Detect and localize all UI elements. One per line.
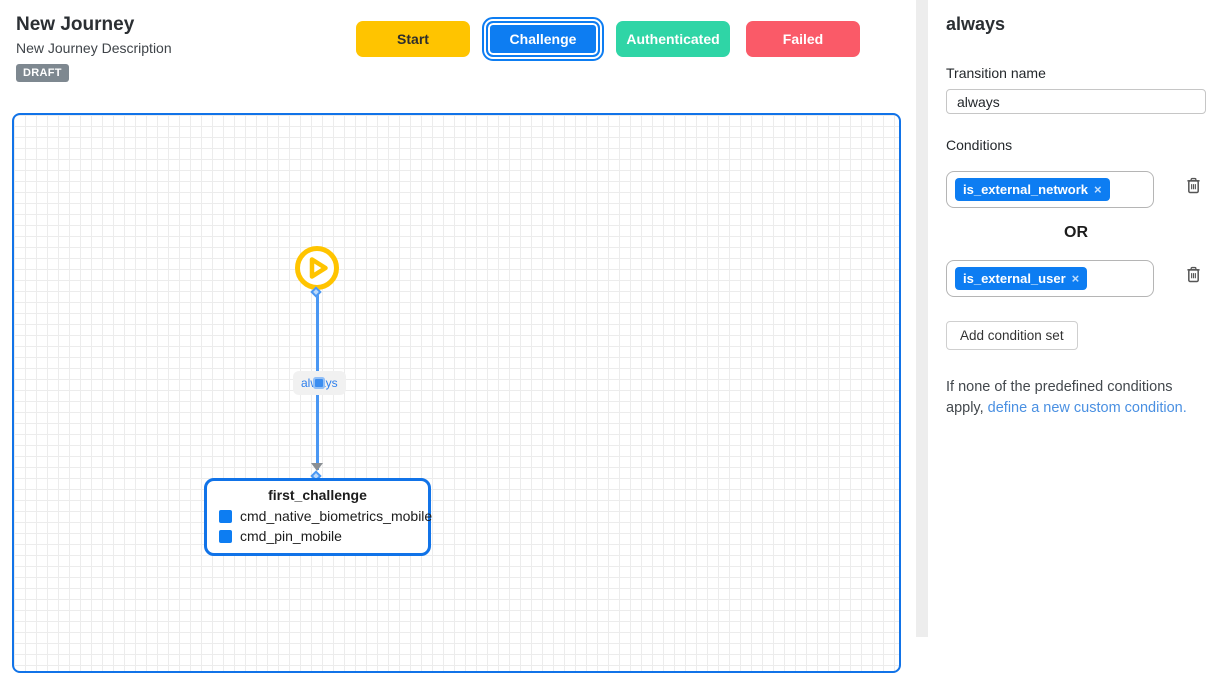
transition-panel: always Transition name Conditions is_ext…: [946, 0, 1206, 637]
page-subtitle: New Journey Description: [16, 40, 172, 56]
condition-chip-label: is_external_network: [963, 182, 1089, 197]
condition-chip[interactable]: is_external_network ×: [955, 178, 1110, 201]
command-label: cmd_native_biometrics_mobile: [240, 508, 433, 524]
condition-set-box[interactable]: is_external_network ×: [946, 171, 1154, 208]
custom-condition-note-text: If none of the predefined conditions app…: [946, 379, 1173, 417]
close-icon[interactable]: ×: [1094, 182, 1102, 197]
condition-set-row: is_external_network ×: [946, 171, 1206, 208]
trash-icon: [1187, 266, 1200, 283]
edge-label-always[interactable]: always: [293, 371, 346, 395]
or-label: OR: [1064, 224, 1088, 241]
conditions-label: Conditions: [946, 137, 1013, 153]
panel-heading: always: [946, 14, 1006, 34]
play-icon: [295, 246, 339, 290]
challenge-state-button[interactable]: Challenge: [482, 17, 604, 61]
define-custom-condition-link[interactable]: define a new custom condition.: [987, 400, 1187, 417]
journey-header: New Journey New Journey Description DRAF…: [16, 14, 172, 82]
state-buttons-bar: Start Challenge Authenticated Failed: [356, 17, 860, 61]
condition-set-row: is_external_user ×: [946, 260, 1206, 297]
start-state-button[interactable]: Start: [356, 21, 470, 57]
condition-chip[interactable]: is_external_user ×: [955, 267, 1088, 290]
command-label: cmd_pin_mobile: [240, 528, 342, 544]
command-icon: [219, 529, 232, 543]
start-node[interactable]: [294, 245, 340, 291]
panel-divider: [916, 0, 928, 637]
journey-canvas[interactable]: always first_challenge cmd_native_biomet…: [12, 113, 901, 673]
trash-icon: [1187, 177, 1200, 194]
custom-condition-note: If none of the predefined conditions app…: [946, 377, 1206, 419]
node-title: first_challenge: [268, 487, 367, 503]
condition-set-box[interactable]: is_external_user ×: [946, 260, 1154, 297]
authenticated-state-button[interactable]: Authenticated: [616, 21, 730, 57]
delete-condition-set-button[interactable]: [1184, 264, 1203, 288]
edge-condition-icon: [313, 377, 326, 389]
failed-state-button[interactable]: Failed: [746, 21, 860, 57]
challenge-node[interactable]: first_challenge cmd_native_biometrics_mo…: [204, 478, 432, 556]
add-condition-set-button[interactable]: Add condition set: [946, 321, 1078, 350]
transition-name-label: Transition name: [946, 65, 1046, 81]
edge-arrowhead: [311, 463, 323, 471]
status-badge: DRAFT: [16, 64, 69, 82]
transition-name-input[interactable]: [946, 89, 1206, 114]
node-command-row: cmd_native_biometrics_mobile: [219, 508, 432, 524]
page-title: New Journey: [16, 14, 135, 35]
node-command-row: cmd_pin_mobile: [219, 528, 416, 544]
close-icon[interactable]: ×: [1071, 271, 1080, 286]
condition-chip-label: is_external_user: [963, 271, 1066, 286]
delete-condition-set-button[interactable]: [1184, 175, 1203, 199]
command-icon: [219, 509, 232, 523]
